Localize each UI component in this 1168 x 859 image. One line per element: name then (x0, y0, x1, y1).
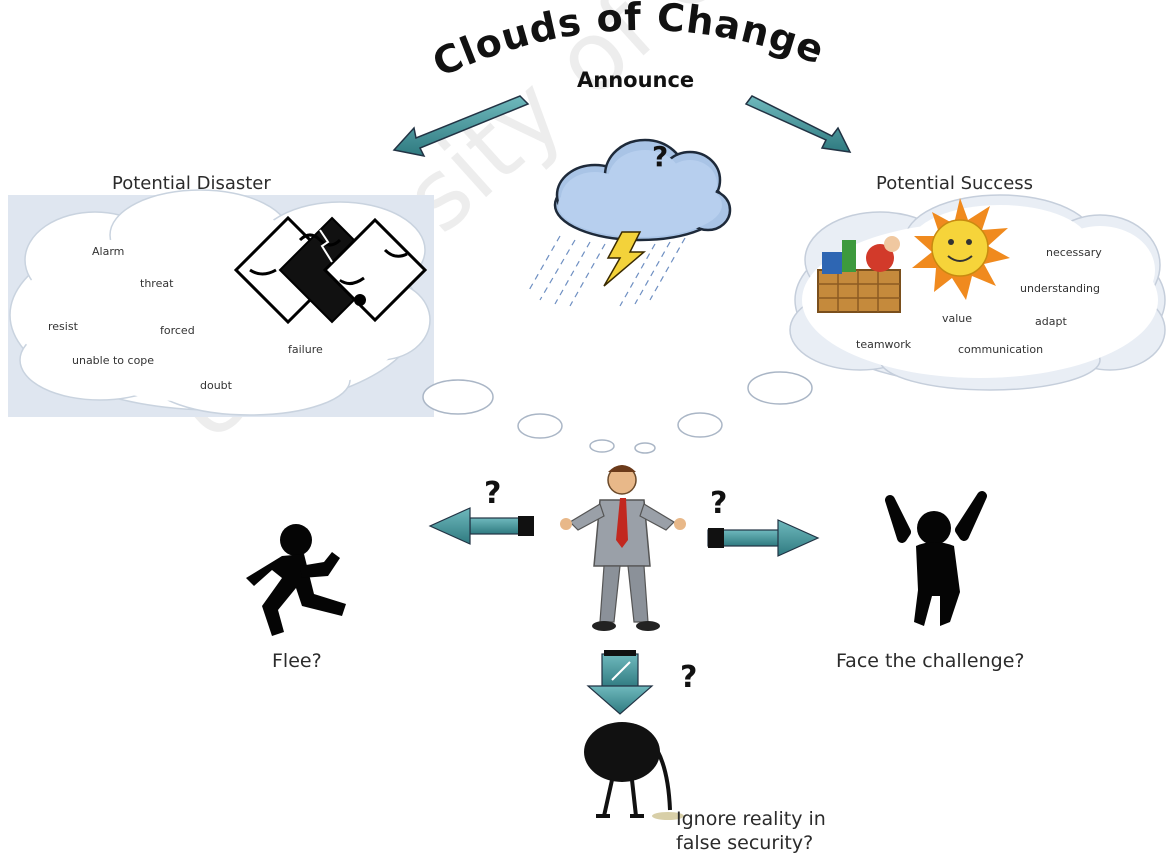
storm-cloud-icon (527, 138, 732, 307)
disaster-word: resist (48, 320, 78, 333)
arrow-left-flee (428, 507, 534, 545)
running-figure-icon (246, 524, 346, 636)
success-label: Potential Success (876, 173, 1034, 194)
arrow-to-success (744, 95, 852, 153)
success-word: communication (958, 343, 1044, 356)
businessman-figure (560, 465, 686, 631)
jumping-figure-icon (885, 491, 987, 626)
face-label: Face the challenge? (836, 650, 1025, 672)
arrow-to-disaster (392, 95, 530, 158)
success-word: necessary (1046, 246, 1102, 259)
flee-question-mark: ? (484, 476, 502, 511)
picnic-basket-icon (817, 236, 901, 313)
sun-icon (912, 198, 1010, 300)
success-word: teamwork (856, 338, 912, 351)
success-word: value (942, 312, 973, 325)
disaster-word: Alarm (92, 245, 125, 258)
ostrich-icon (584, 722, 684, 820)
arrow-down-ignore (586, 650, 654, 715)
ignore-label-line1: Ignore reality in (676, 808, 826, 830)
disaster-word: unable to cope (72, 354, 155, 367)
disaster-label: Potential Disaster (112, 173, 271, 194)
title-subheading: Announce (577, 68, 695, 92)
storm-diamond-icon (233, 215, 428, 325)
success-word: adapt (1035, 315, 1067, 328)
storm-question-mark: ? (652, 140, 669, 173)
flee-label: Flee? (272, 650, 322, 672)
ignore-question-mark: ? (680, 660, 698, 695)
arrow-right-face (707, 519, 820, 557)
ignore-label-line2: false security? (676, 832, 814, 854)
disaster-word: failure (288, 343, 323, 356)
face-question-mark: ? (710, 486, 728, 521)
disaster-word: doubt (200, 379, 232, 392)
disaster-word: forced (160, 324, 195, 337)
disaster-word: threat (140, 277, 174, 290)
success-word: understanding (1020, 282, 1100, 295)
thought-bubbles (422, 371, 813, 454)
